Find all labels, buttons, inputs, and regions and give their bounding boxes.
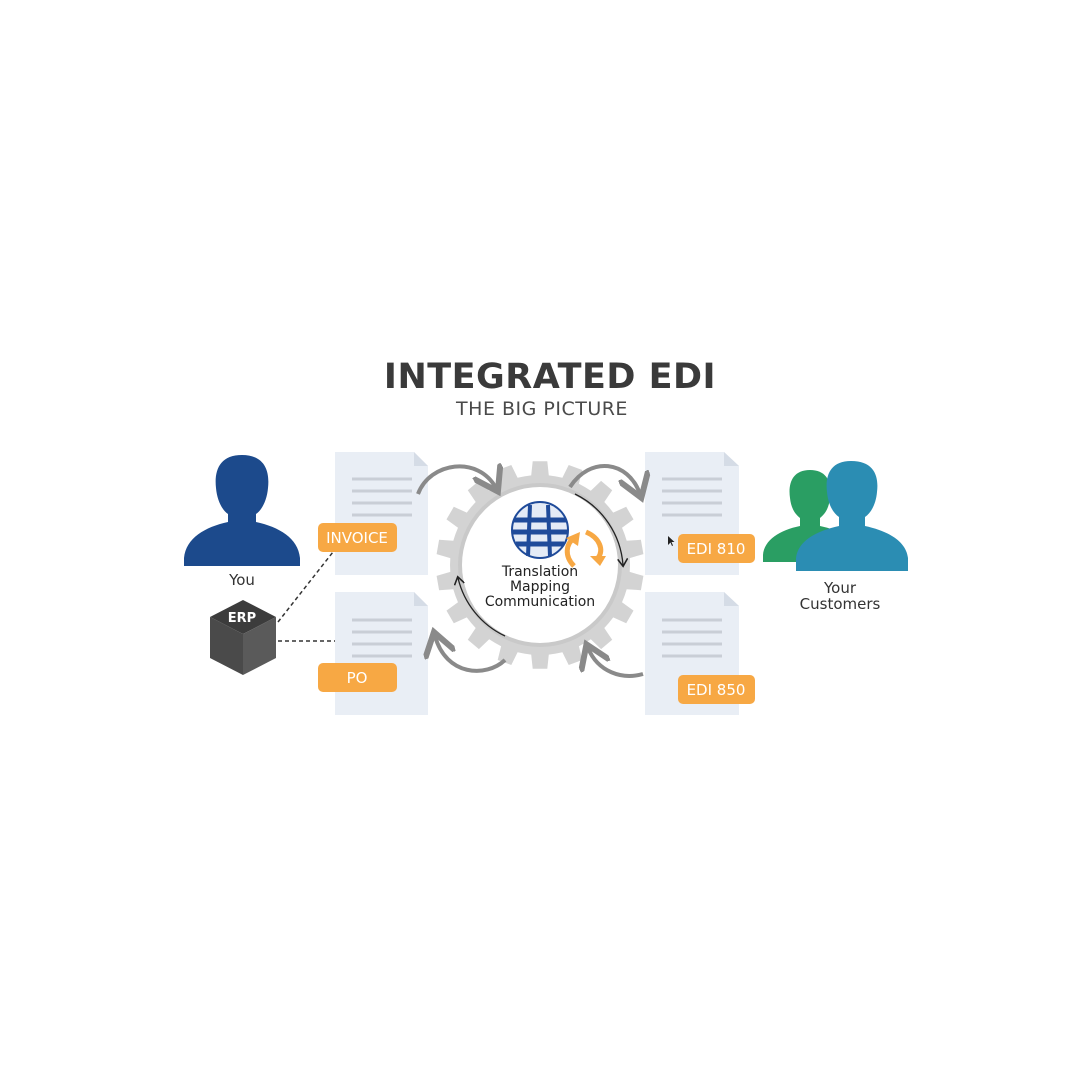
- you-label: You: [228, 571, 255, 589]
- you-person-icon: [184, 455, 300, 566]
- invoice-tag-label: INVOICE: [326, 529, 388, 547]
- gear-text-mapping: Mapping: [510, 579, 570, 595]
- inner-cycle-arrow-right: [574, 493, 623, 565]
- customers-icon: [763, 461, 908, 571]
- customers-label-line2: Customers: [800, 595, 881, 613]
- erp-label: ERP: [228, 611, 256, 626]
- po-document-icon: [335, 592, 428, 715]
- gear-text-communication: Communication: [485, 594, 595, 610]
- invoice-document-icon: [335, 452, 428, 575]
- gear-to-po-arrow: [435, 636, 507, 673]
- invoice-to-gear-arrow: [416, 466, 496, 494]
- erp-invoice-connector: [277, 551, 334, 623]
- edi-850-tag-label: EDI 850: [687, 681, 746, 699]
- gear-icon: [436, 461, 644, 669]
- edi-810-tag-label: EDI 810: [687, 540, 746, 558]
- inner-cycle-arrow-left: [458, 578, 506, 637]
- edi-850-tag: [678, 675, 755, 704]
- edi-850-to-gear-arrow: [588, 648, 644, 678]
- po-tag-label: PO: [347, 669, 368, 687]
- globe-icon: [511, 501, 569, 559]
- edi-810-tag: [678, 534, 755, 563]
- cursor-icon: [668, 536, 675, 546]
- gear-text-translation: Translation: [501, 564, 578, 580]
- invoice-tag: [318, 523, 397, 552]
- po-tag: [318, 663, 397, 692]
- gear-to-edi-810-arrow: [568, 463, 640, 494]
- diagram-subtitle: THE BIG PICTURE: [456, 398, 628, 420]
- diagram-title: INTEGRATED EDI: [383, 357, 717, 397]
- erp-box-icon: [210, 600, 276, 675]
- sync-arrows-icon: [564, 529, 606, 568]
- customers-label-line1: Your: [823, 579, 857, 597]
